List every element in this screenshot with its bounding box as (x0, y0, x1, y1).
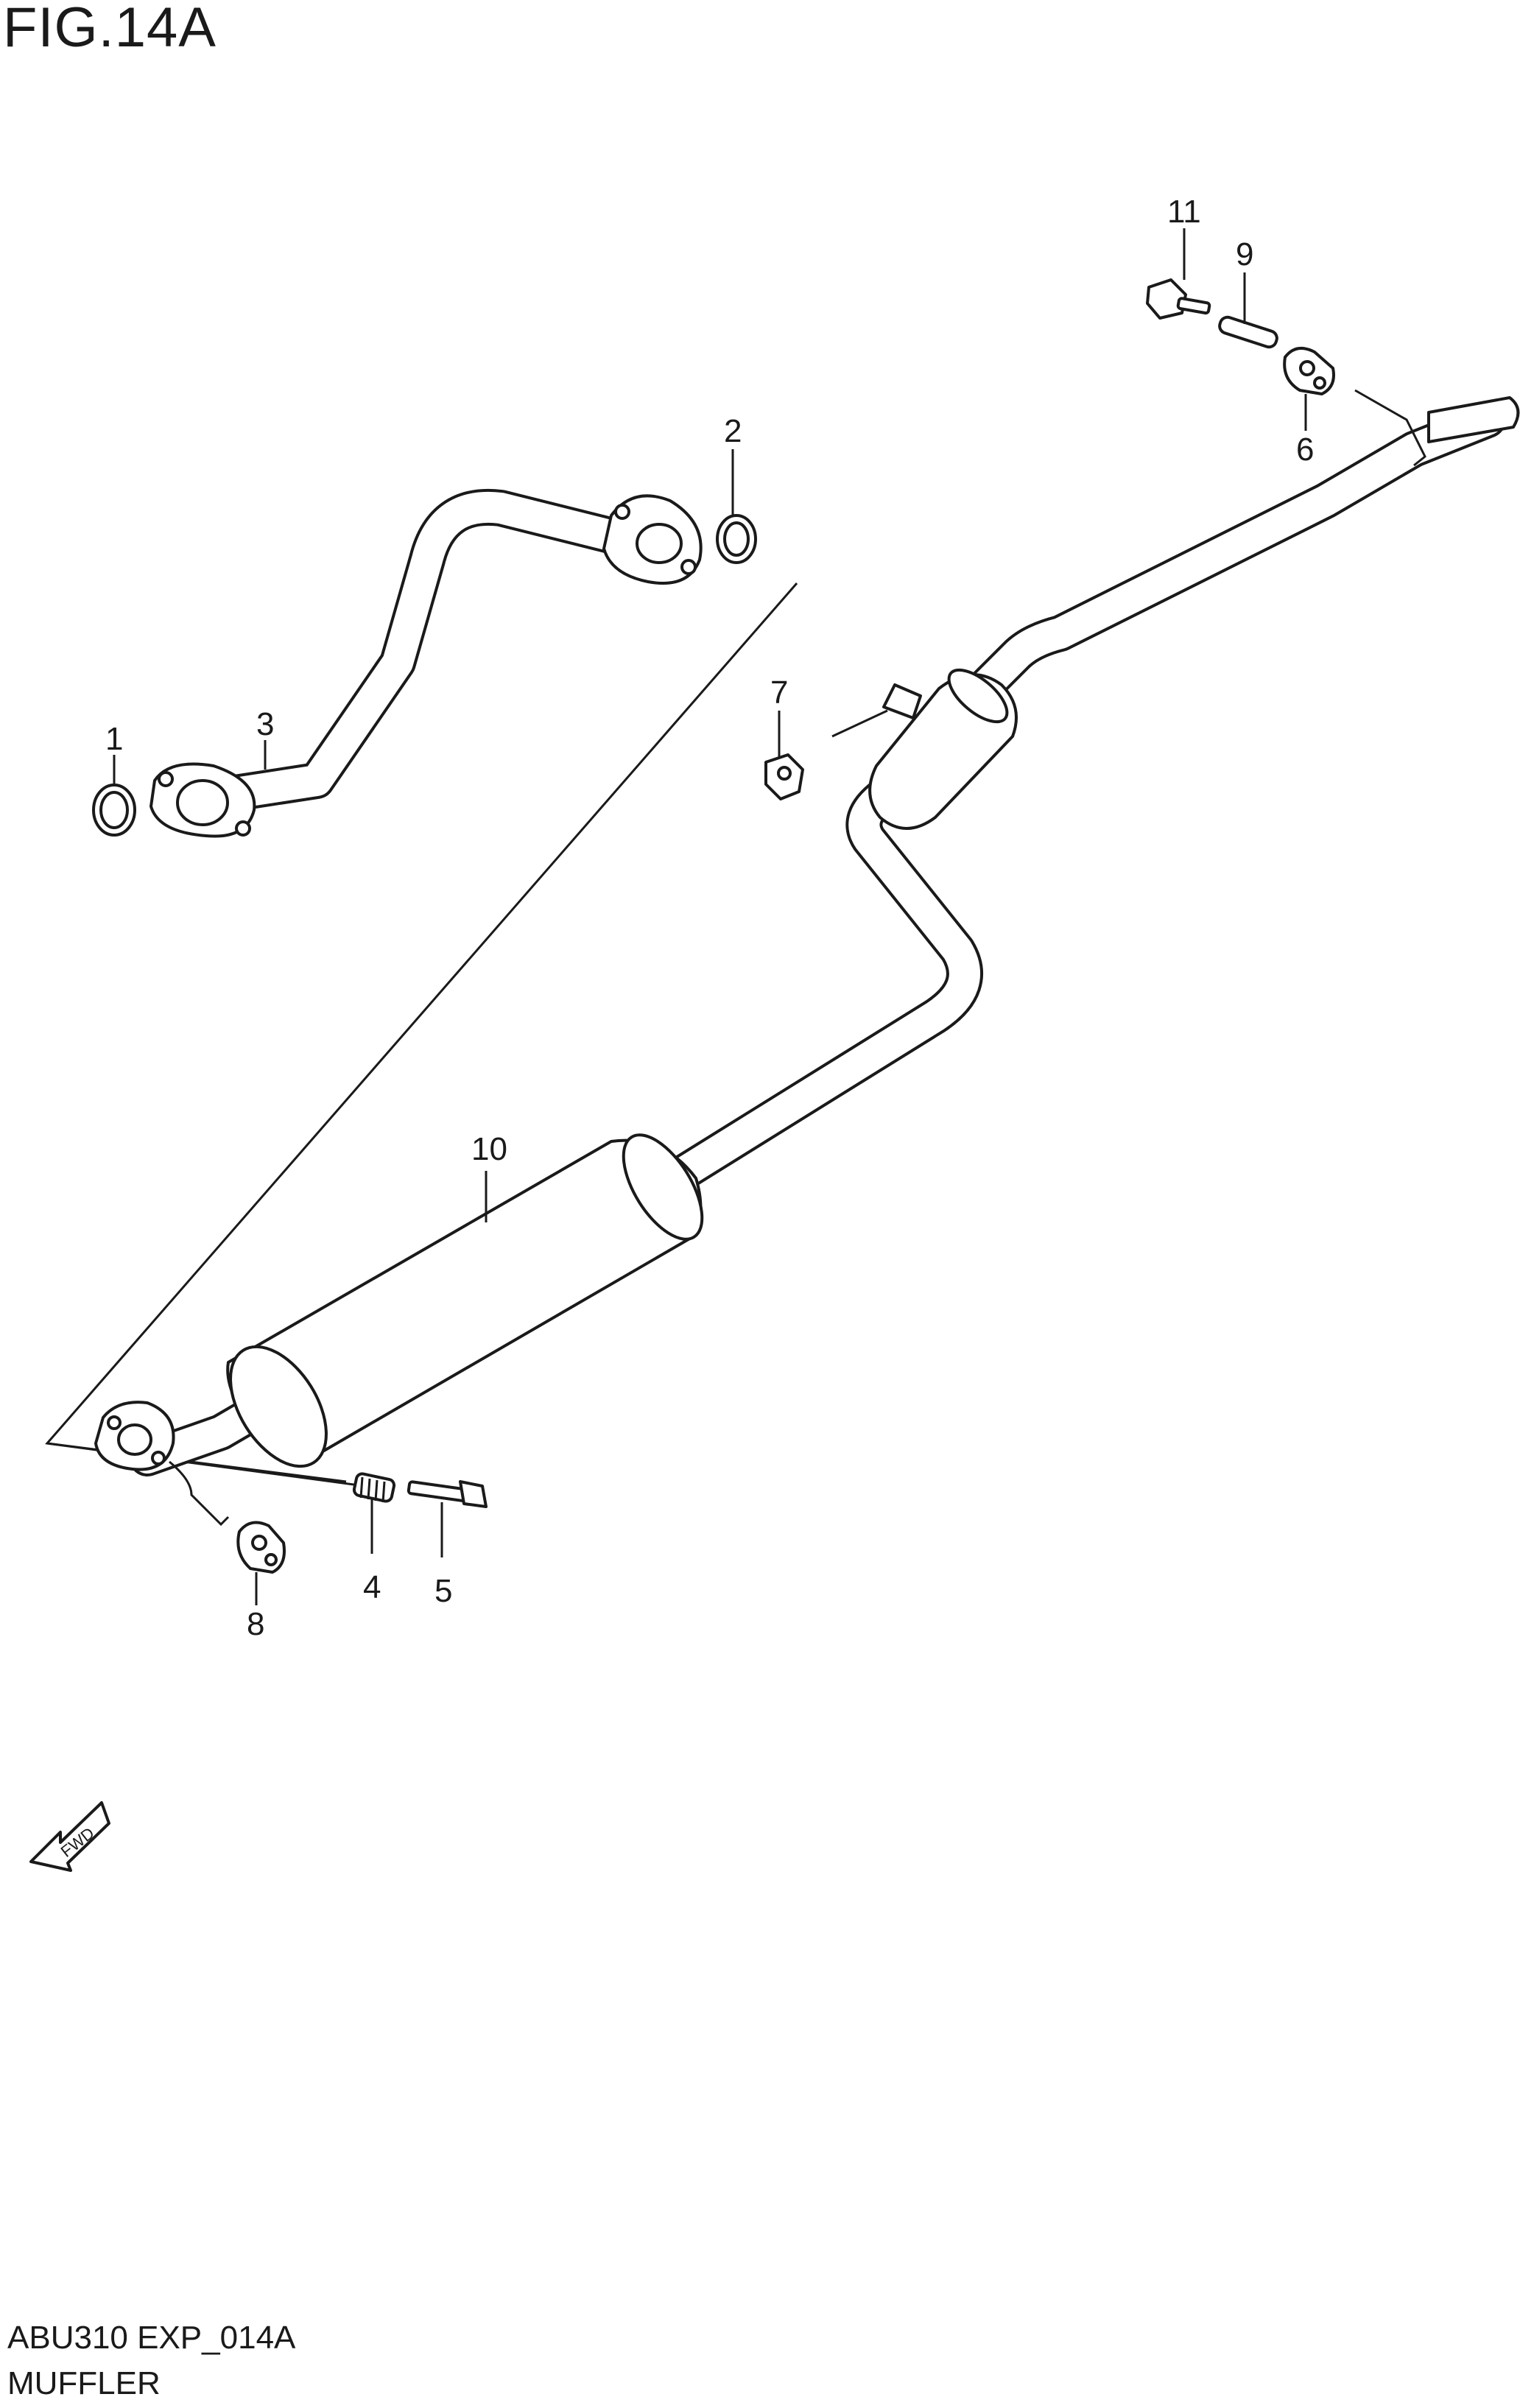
fwd-arrow-icon: FWD (29, 1801, 110, 1872)
rubber-hanger-part-6[interactable] (1283, 346, 1335, 395)
callout-5: 5 (434, 1573, 452, 1609)
callout-labels: 1 2 3 4 5 6 7 8 9 10 11 (105, 194, 1314, 1642)
callout-8: 8 (247, 1606, 264, 1642)
callout-6: 6 (1296, 432, 1314, 468)
muffler-assembly-part-10[interactable] (94, 389, 1520, 1527)
diagram-code: ABU310 EXP_014A (7, 2320, 296, 2356)
callout-3: 3 (256, 706, 274, 742)
front-pipe-part-3[interactable] (149, 488, 703, 838)
diagram-name: MUFFLER (7, 2365, 161, 2401)
callout-10: 10 (471, 1131, 507, 1167)
callout-2: 2 (724, 413, 742, 449)
gasket-part-1[interactable] (92, 784, 136, 837)
bolt-part-11[interactable] (1146, 278, 1211, 320)
bolt-part-5[interactable] (407, 1480, 488, 1508)
spring-part-4[interactable] (352, 1472, 396, 1503)
callout-7: 7 (770, 675, 788, 711)
figure-title: FIG.14A (3, 0, 217, 59)
callout-9: 9 (1236, 236, 1253, 272)
rubber-hanger-part-8[interactable] (236, 1521, 286, 1574)
leader-lines (113, 228, 1307, 1605)
callout-1: 1 (105, 721, 123, 757)
gasket-part-2[interactable] (716, 514, 757, 564)
clamp-part-7[interactable] (764, 753, 804, 800)
collar-part-9[interactable] (1218, 315, 1279, 349)
callout-4: 4 (363, 1569, 381, 1605)
callout-11: 11 (1167, 194, 1201, 230)
